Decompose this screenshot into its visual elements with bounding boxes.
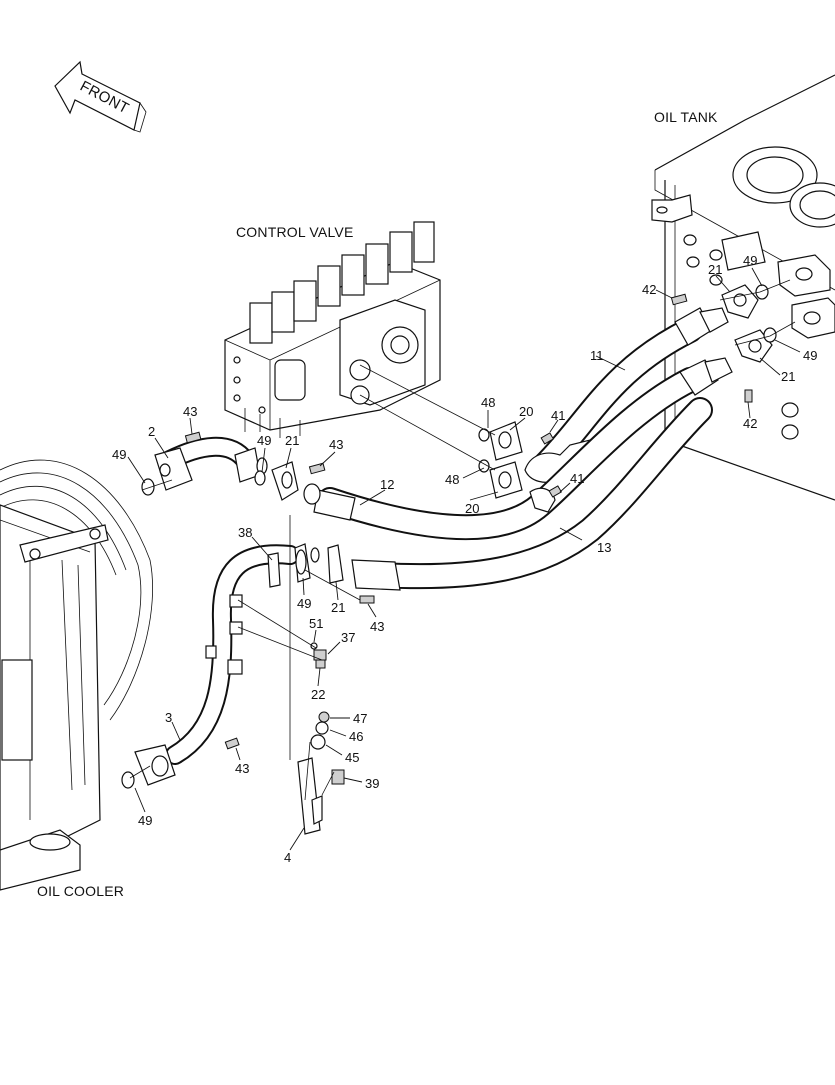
part-number-48b: 48 <box>445 472 460 487</box>
part-number-21c: 21 <box>708 262 723 277</box>
part-number-12: 12 <box>380 477 395 492</box>
part-number-41b: 41 <box>570 471 585 486</box>
part-number-39: 39 <box>365 776 380 791</box>
oil-cooler <box>0 459 153 891</box>
part-number-45: 45 <box>345 750 360 765</box>
part-number-37: 37 <box>341 630 356 645</box>
part-number-20b: 20 <box>465 501 480 516</box>
part-number-49e: 49 <box>803 348 818 363</box>
part-number-43a: 43 <box>183 404 198 419</box>
part-number-48a: 48 <box>481 395 496 410</box>
control-valve <box>224 221 441 438</box>
tube-2 <box>154 436 268 491</box>
fittings <box>267 284 773 835</box>
label-leaders <box>127 267 801 851</box>
hose-11 <box>524 307 729 483</box>
part-number-2: 2 <box>148 424 156 439</box>
part-number-43d: 43 <box>235 761 250 776</box>
control-valve-label: CONTROL VALVE <box>236 224 354 240</box>
part-number-42a: 42 <box>642 282 657 297</box>
oil-tank-label: OIL TANK <box>654 109 718 125</box>
part-number-21d: 21 <box>781 369 796 384</box>
part-number-43b: 43 <box>329 437 344 452</box>
part-number-51: 51 <box>309 616 324 631</box>
part-number-21b: 21 <box>331 600 346 615</box>
part-number-21a: 21 <box>285 433 300 448</box>
part-number-13: 13 <box>597 540 612 555</box>
part-number-38: 38 <box>238 525 253 540</box>
bolts-orings <box>121 284 777 789</box>
part-number-46: 46 <box>349 729 364 744</box>
assembly-lines <box>129 279 796 801</box>
part-number-49d: 49 <box>743 253 758 268</box>
part-number-49a: 49 <box>112 447 127 462</box>
part-number-49b: 49 <box>257 433 272 448</box>
oil-tank <box>651 74 835 501</box>
part-number-49c: 49 <box>297 596 312 611</box>
part-number-43c: 43 <box>370 619 385 634</box>
part-number-11: 11 <box>590 348 604 363</box>
part-number-3: 3 <box>165 710 173 725</box>
part-number-4: 4 <box>284 850 292 865</box>
part-number-47: 47 <box>353 711 368 726</box>
part-number-22: 22 <box>311 687 326 702</box>
hose-13 <box>351 397 713 591</box>
oil-cooler-label: OIL COOLER <box>37 883 125 899</box>
part-number-20a: 20 <box>519 404 534 419</box>
part-number-42b: 42 <box>743 416 758 431</box>
part-number-41a: 41 <box>551 408 566 423</box>
front-arrow <box>54 60 147 133</box>
tube-3 <box>134 544 300 786</box>
part-number-49f: 49 <box>138 813 153 828</box>
